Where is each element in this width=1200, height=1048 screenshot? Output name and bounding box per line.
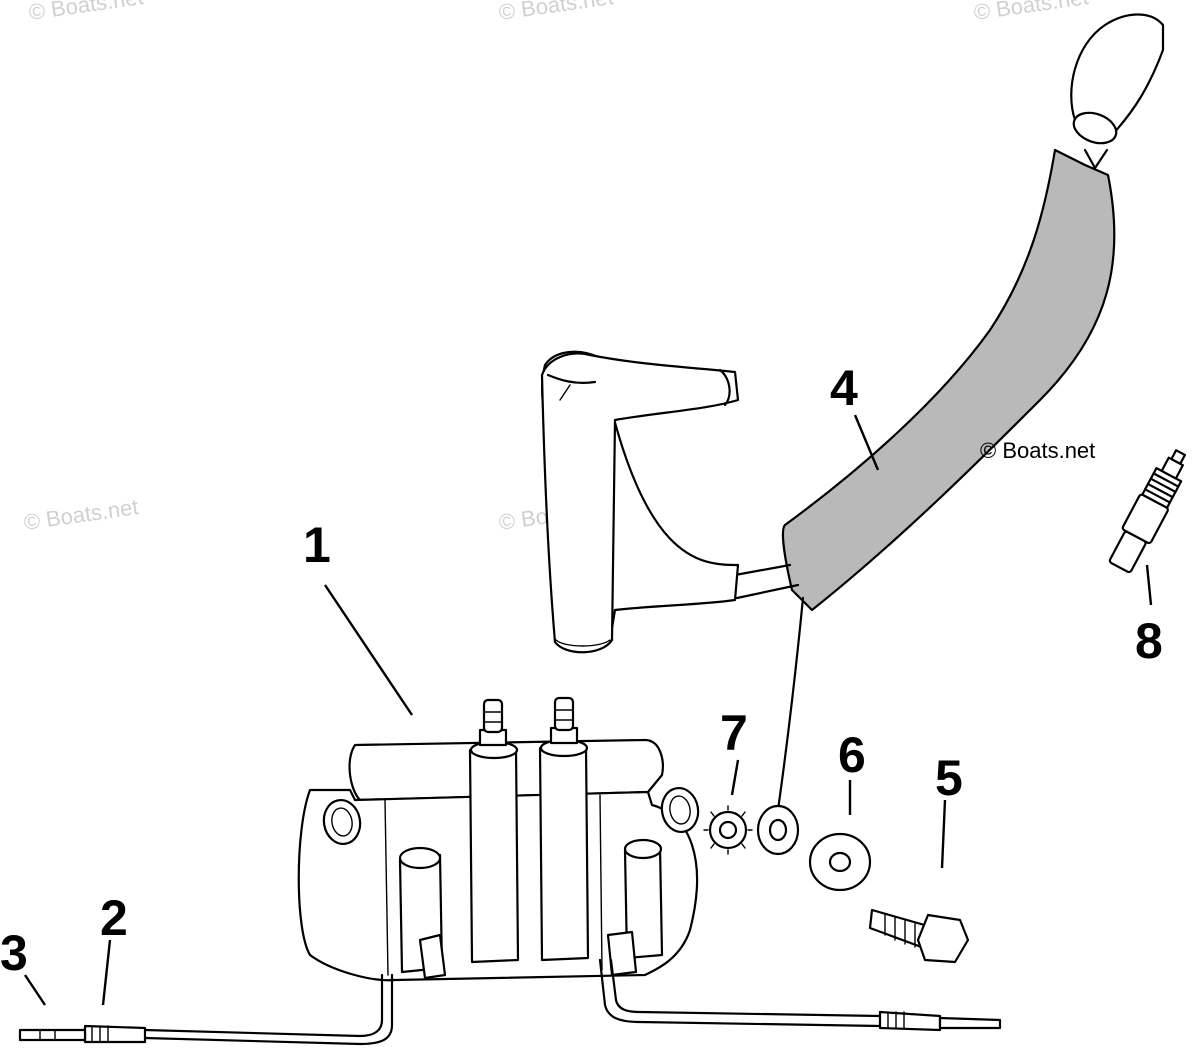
watermark-top-center: © Boats.net xyxy=(497,0,615,25)
screw xyxy=(868,908,970,964)
callout-4: 4 xyxy=(830,360,858,416)
copyright-label: © Boats.net xyxy=(980,438,1095,463)
leader-lines xyxy=(24,414,1153,1006)
primary-wires xyxy=(18,958,1002,1046)
lockwasher xyxy=(703,805,753,855)
callout-1: 1 xyxy=(303,517,331,573)
callout-6: 6 xyxy=(838,727,866,783)
callout-3: 3 xyxy=(0,925,28,981)
watermark-top-left: © Boats.net xyxy=(27,0,145,25)
watermark-top-right: © Boats.net xyxy=(972,0,1090,25)
callout-8: 8 xyxy=(1135,613,1163,669)
washer xyxy=(808,832,872,892)
callout-5: 5 xyxy=(935,750,963,806)
ignition-coil xyxy=(297,696,700,982)
watermark-mid-left: © Boats.net xyxy=(22,494,140,535)
callout-2: 2 xyxy=(100,890,128,946)
spark-plug-boot xyxy=(540,352,740,654)
spark-plug xyxy=(1108,449,1187,574)
callout-7: 7 xyxy=(720,705,748,761)
